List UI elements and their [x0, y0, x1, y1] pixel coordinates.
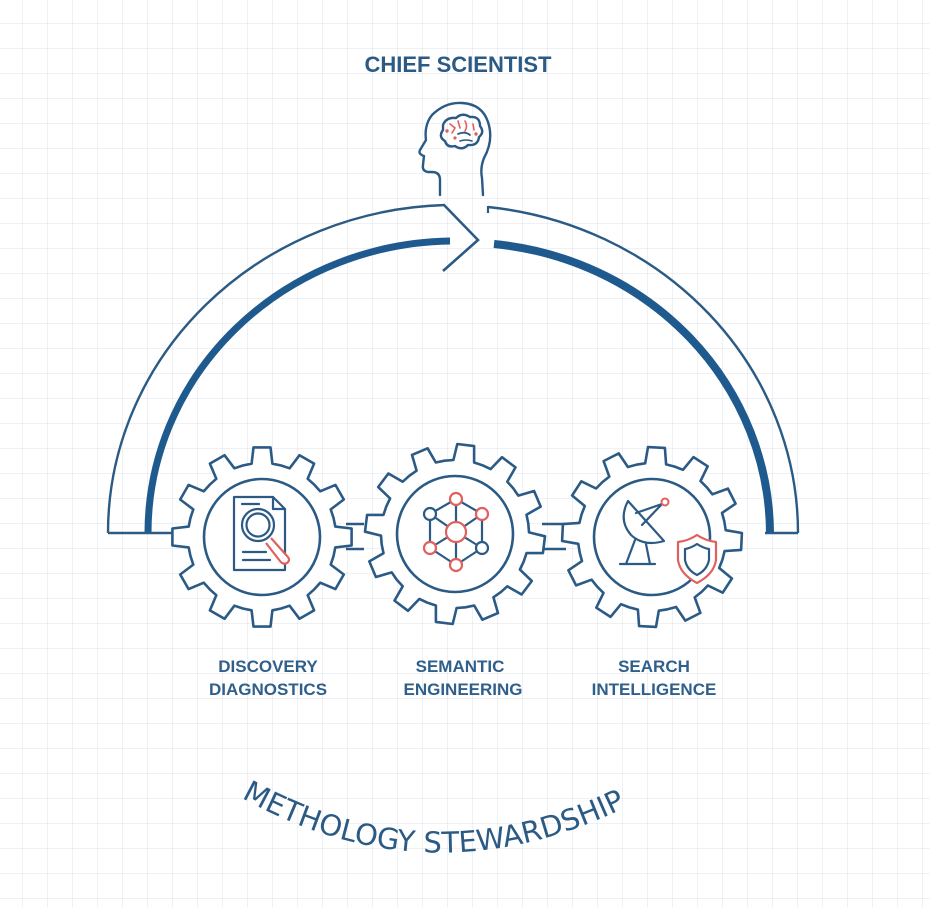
gear-inner-ring — [202, 477, 322, 597]
gear-search-intelligence — [560, 445, 744, 629]
bottom-caption-path: METHOLOGY STEWARDSHIP — [238, 774, 629, 860]
gear-label-search-line2: INTELLIGENCE — [592, 680, 717, 699]
dish-emitter-accent — [660, 497, 670, 507]
gear-teeth-outline — [560, 445, 744, 629]
brain-detail-accent — [445, 120, 478, 140]
gear-label-discovery-line2: DIAGNOSTICS — [209, 680, 327, 699]
cycle-arc — [106, 203, 800, 535]
magnifier-handle-accent — [265, 537, 291, 565]
document-magnifier-icon — [232, 495, 287, 572]
gear-label-semantic-line2: ENGINEERING — [403, 680, 522, 699]
title-chief-scientist: CHIEF SCIENTIST — [364, 52, 552, 77]
gear-inner-ring — [592, 477, 712, 597]
bottom-caption: METHOLOGY STEWARDSHIP — [238, 774, 629, 860]
gear-label-discovery-line1: DISCOVERY — [218, 657, 318, 676]
gear-inner-ring — [395, 474, 515, 594]
satellite-dish-icon — [618, 499, 666, 566]
knowledge-graph-icon — [422, 491, 490, 573]
shield-icon — [676, 533, 718, 585]
head-with-brain-icon — [418, 101, 492, 197]
gear-label-search-line1: SEARCH — [618, 657, 690, 676]
gear-label-semantic-line1: SEMANTIC — [416, 657, 505, 676]
arrow-head-icon — [442, 204, 480, 272]
